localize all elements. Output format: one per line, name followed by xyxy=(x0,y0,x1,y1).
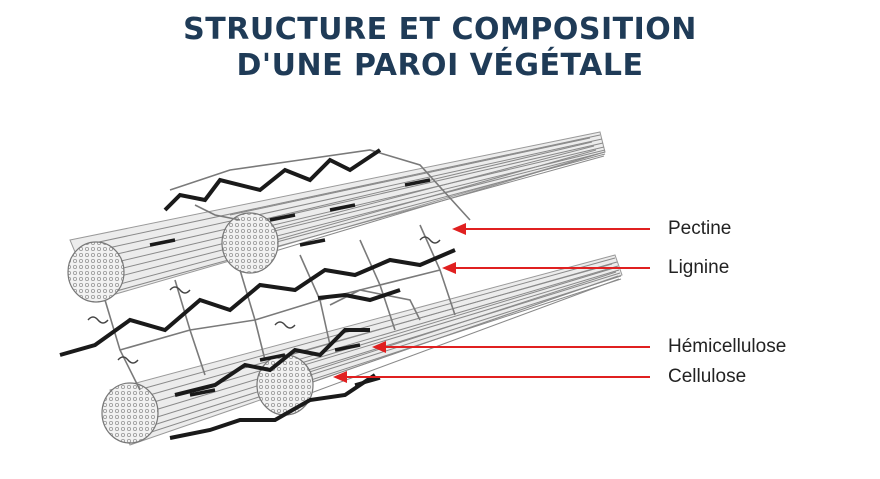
pectine-arrow-head xyxy=(452,223,466,235)
lower-cellulose-bundle xyxy=(110,255,622,445)
upper-right-fibril-end xyxy=(222,213,278,273)
label-hemicellulose: Hémicellulose xyxy=(668,336,786,358)
lower-left-fibril-end xyxy=(102,383,158,443)
lignine-arrow-head xyxy=(442,262,456,274)
label-pectine: Pectine xyxy=(668,218,731,240)
upper-left-fibril-end xyxy=(68,242,124,302)
label-lignine: Lignine xyxy=(668,257,729,279)
upper-cellulose-bundle xyxy=(70,132,605,300)
label-cellulose: Cellulose xyxy=(668,366,746,388)
lower-right-fibril-end xyxy=(257,355,313,415)
